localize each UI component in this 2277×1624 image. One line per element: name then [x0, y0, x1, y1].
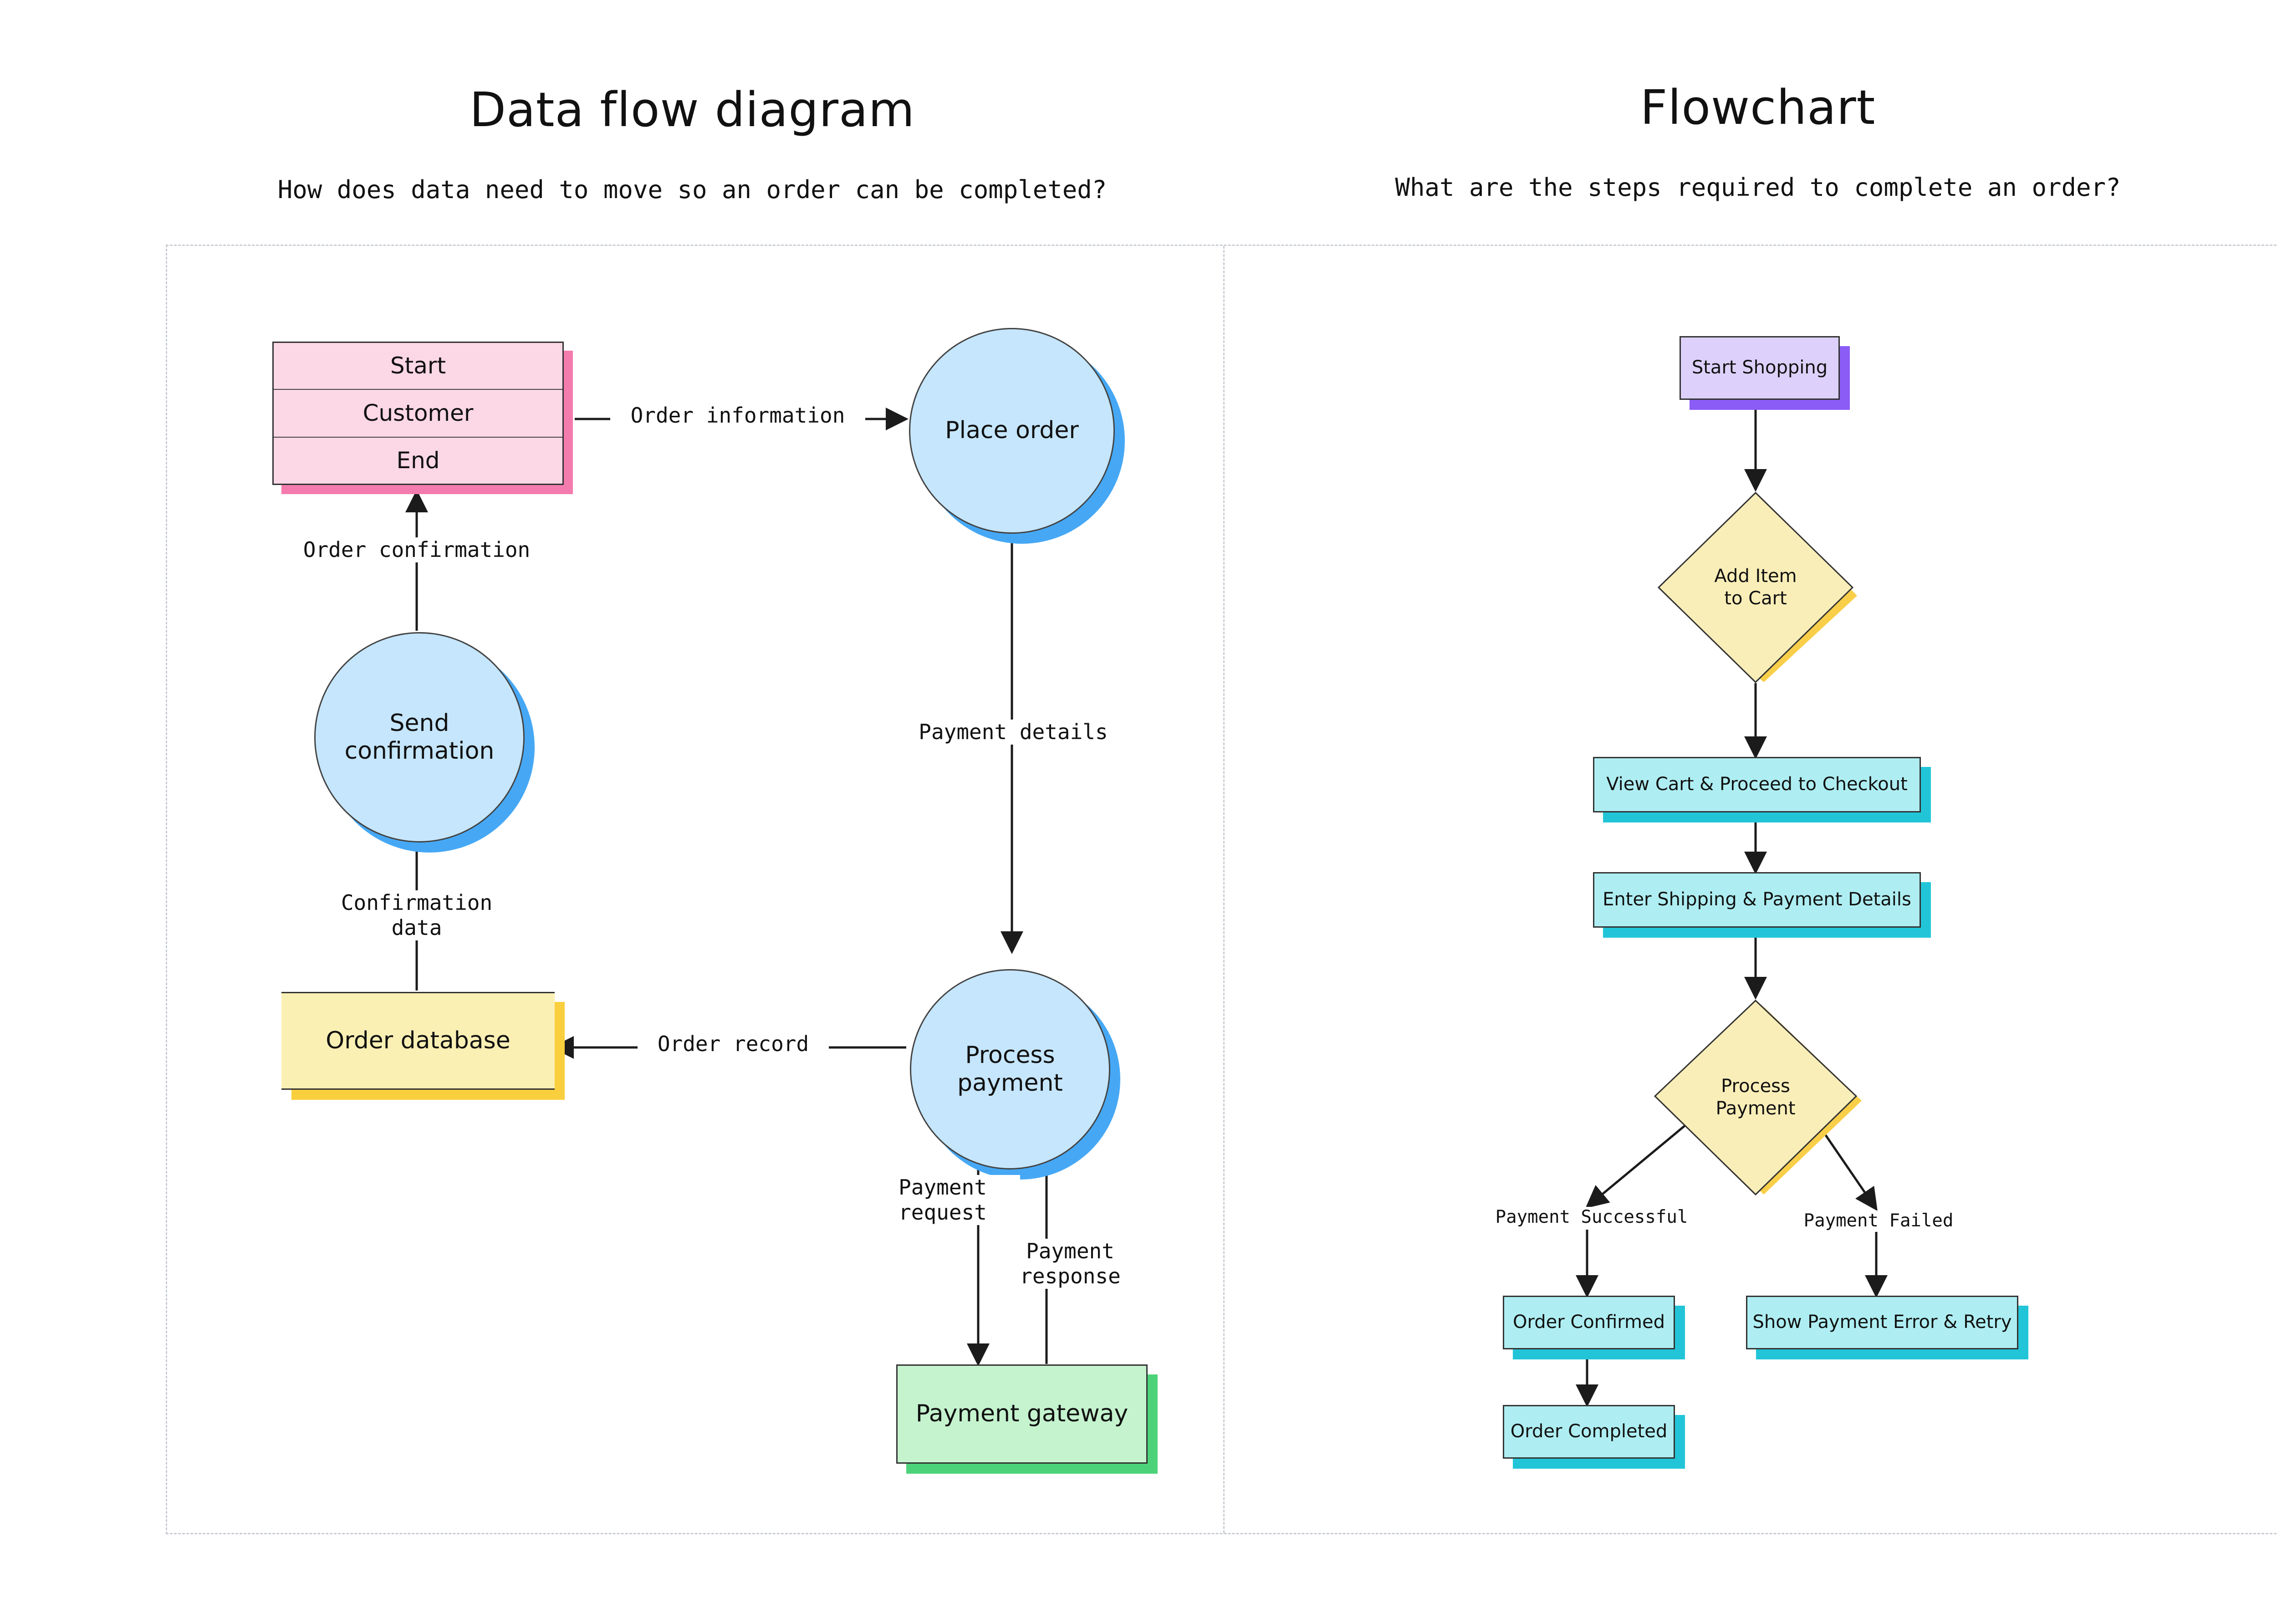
flow-node-enter-shipping[interactable]: Enter Shipping & Payment Details	[1593, 872, 1921, 928]
process-payment-decision-label: Process Payment	[1715, 1076, 1796, 1119]
edge-label-payment-successful: Payment Successful	[1464, 1207, 1719, 1228]
edge-label-order-confirmation: Order confirmation	[289, 537, 544, 563]
order-completed-label: Order Completed	[1510, 1421, 1668, 1442]
edge-label-order-record: Order record	[638, 1032, 829, 1057]
flowchart-panel-title: Flowchart	[1640, 80, 1876, 135]
flow-node-order-confirmed[interactable]: Order Confirmed	[1503, 1296, 1675, 1349]
flow-node-start-shopping[interactable]: Start Shopping	[1680, 336, 1840, 400]
add-item-to-cart-label: Add Item to Cart	[1714, 566, 1797, 609]
flowchart-panel-subtitle: What are the steps required to complete …	[1395, 173, 2121, 202]
diagram-canvas-border	[166, 245, 2277, 1534]
edge-label-order-information: Order information	[610, 403, 865, 429]
edge-label-payment-response: Payment response	[993, 1239, 1148, 1289]
order-confirmed-label: Order Confirmed	[1512, 1312, 1665, 1333]
payment-gateway-label: Payment gateway	[915, 1400, 1128, 1428]
add-item-diamond-shape	[1657, 492, 1854, 683]
edge-label-confirmation-data: Confirmation data	[303, 890, 531, 941]
customer-row-label: Customer	[274, 390, 562, 438]
customer-row-start: Start	[274, 343, 562, 390]
dfd-node-send-confirmation[interactable]: Send confirmation	[314, 632, 525, 843]
dfd-node-payment-gateway[interactable]: Payment gateway	[896, 1364, 1148, 1464]
customer-row-end: End	[396, 447, 440, 474]
order-database-label: Order database	[326, 1026, 511, 1054]
flow-node-add-item-to-cart[interactable]: Add Item to Cart	[1649, 492, 1863, 683]
process-payment-label: Process payment	[957, 1041, 1063, 1097]
view-cart-label: View Cart & Proceed to Checkout	[1606, 774, 1908, 795]
show-payment-error-label: Show Payment Error & Retry	[1752, 1312, 2012, 1333]
flow-node-order-completed[interactable]: Order Completed	[1503, 1405, 1675, 1459]
start-shopping-label: Start Shopping	[1691, 357, 1828, 378]
process-payment-diamond-shape	[1654, 1000, 1858, 1195]
place-order-label: Place order	[945, 417, 1079, 444]
flow-node-process-payment[interactable]: Process Payment	[1639, 1000, 1872, 1195]
dfd-panel-title: Data flow diagram	[469, 82, 915, 138]
flow-node-show-payment-error[interactable]: Show Payment Error & Retry	[1746, 1296, 2018, 1349]
enter-shipping-label: Enter Shipping & Payment Details	[1603, 889, 1911, 910]
dfd-panel-subtitle: How does data need to move so an order c…	[277, 175, 1107, 204]
send-confirmation-label: Send confirmation	[344, 709, 495, 765]
dfd-node-place-order[interactable]: Place order	[909, 328, 1115, 534]
flow-node-view-cart[interactable]: View Cart & Proceed to Checkout	[1593, 757, 1921, 812]
dfd-node-customer[interactable]: Start Customer End	[272, 342, 564, 485]
edge-label-payment-request: Payment request	[865, 1175, 1020, 1226]
edge-label-payment-details: Payment details	[893, 720, 1134, 745]
dfd-node-process-payment[interactable]: Process payment	[910, 969, 1110, 1169]
panel-divider	[1223, 246, 1225, 1533]
edge-payment-successful-diag	[1585, 1110, 1703, 1209]
dfd-node-order-database[interactable]: Order database	[281, 992, 555, 1090]
edge-label-payment-failed: Payment Failed	[1781, 1210, 1976, 1232]
